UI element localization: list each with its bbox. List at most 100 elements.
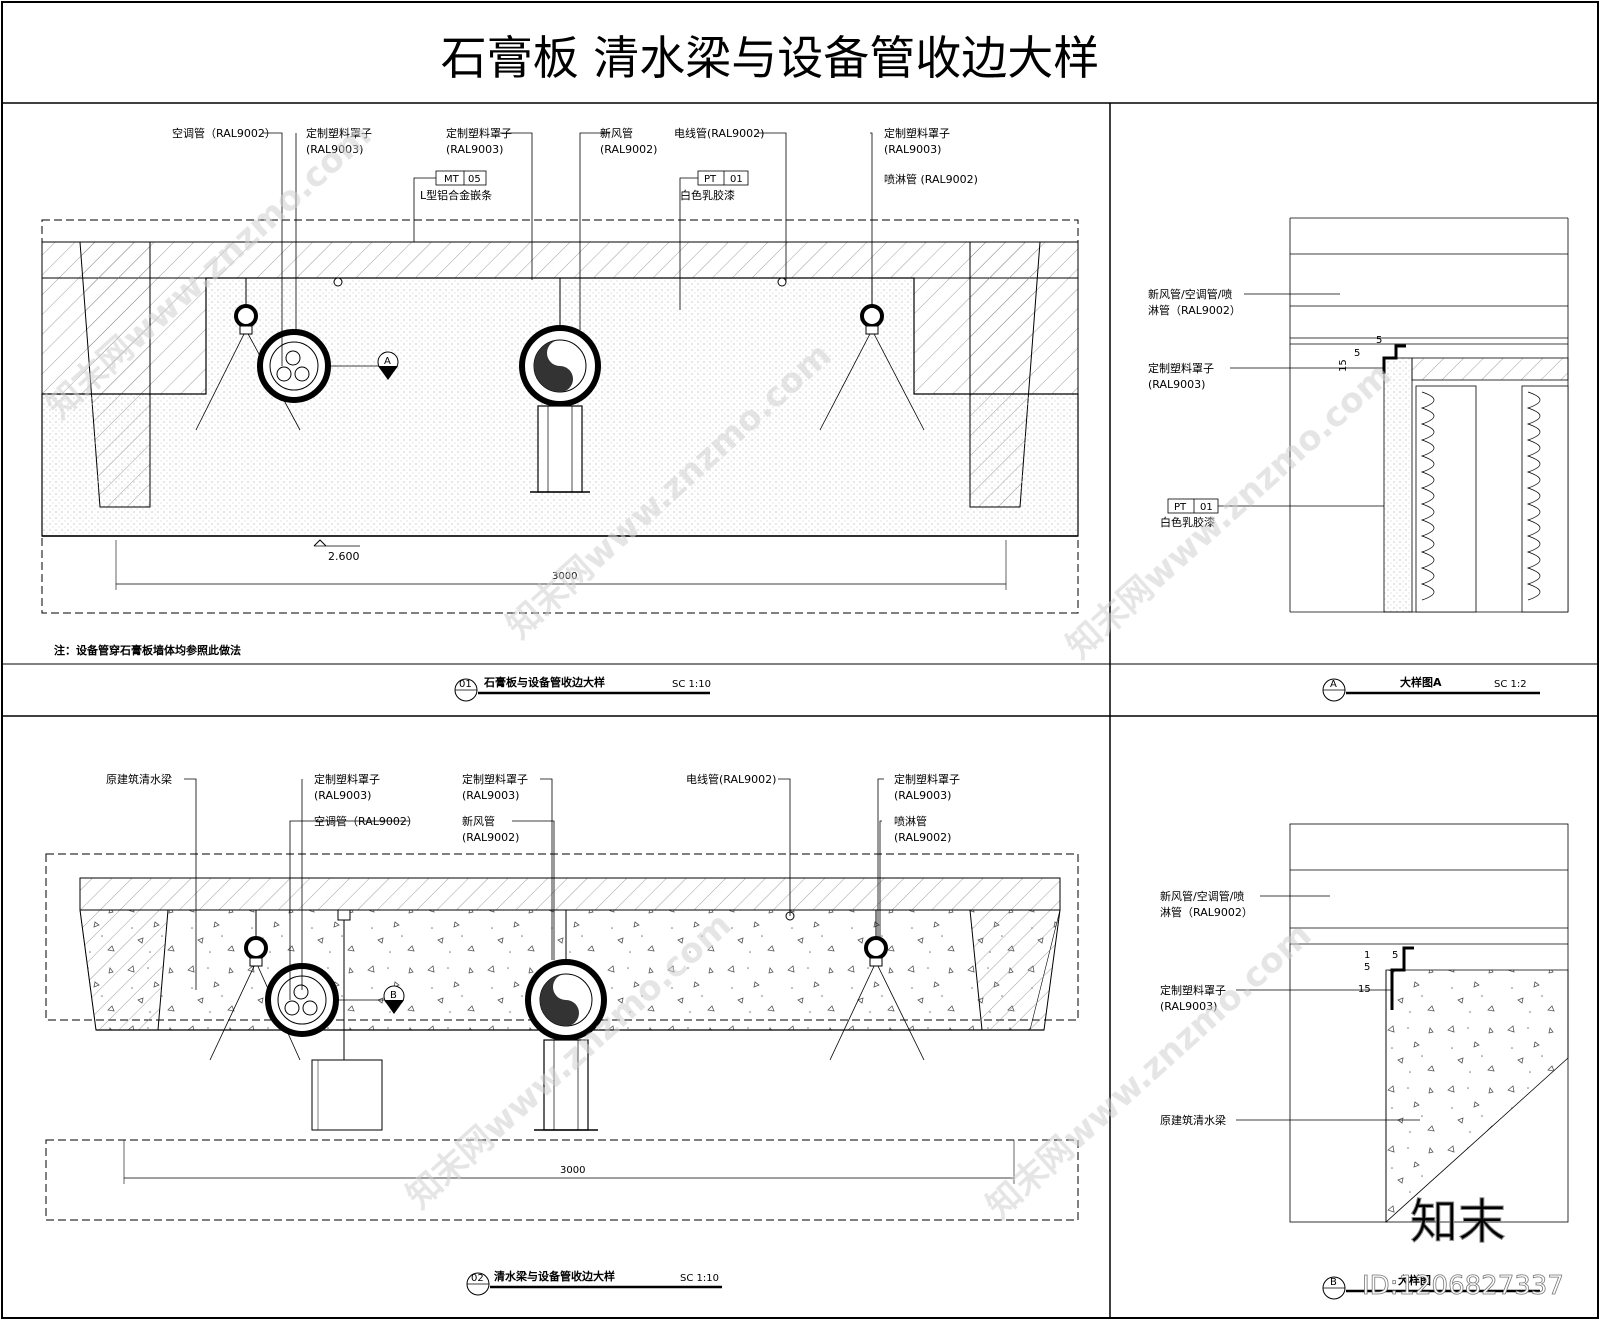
label-cover-a: 定制塑料罩子 [306,126,372,140]
label-ac-pipe: 空调管（RAL9002） [172,126,276,140]
label-sprinkler: 喷淋管 [894,814,927,828]
detail-b: 5 1 5 15 新风管/空调管/喷 淋管（RAL9002） 定制塑料罩子 (R… [1160,823,1569,1300]
detail-a-label-pipes-2: 淋管（RAL9002） [1148,303,1241,317]
panel1-dashed-frame [41,219,1079,614]
detail-a-dim-15: 15 [1338,359,1349,372]
panel2-right-column [969,909,1061,1031]
label-cover-b: 定制塑料罩子 [462,772,528,786]
panel1-caption: 01 石膏板与设备管收边大样 SC 1:10 [454,675,711,702]
panel2-fresh-air-pipe [525,910,607,1131]
detail-a-caption: A 大样图A SC 1:2 [1322,675,1540,702]
detail-a-dim-5: 5 [1376,335,1382,346]
dimension-line: 3000 [123,1140,1015,1184]
svg-text:01: 01 [1200,502,1213,513]
detail-b-label-pipes-2: 淋管（RAL9002） [1160,905,1253,919]
label-fresh-air: 新风管 [600,126,633,140]
detail-a-label-pipes-1: 新风管/空调管/喷 [1148,287,1232,301]
panel1-scale: SC 1:10 [672,679,711,690]
sheet-title: 石膏板 清水梁与设备管收边大样 [441,31,1100,85]
label-cover-a-code: (RAL9003) [306,143,363,156]
level-marker: 2.600 [313,539,360,563]
label-cover-c: 定制塑料罩子 [884,126,950,140]
wire-pipe-icon [333,277,343,287]
svg-text:01: 01 [730,174,743,185]
detail-b-label-cover-code: (RAL9003) [1160,1000,1217,1013]
detail-a-insulation-right [1521,385,1569,613]
panel1-note: 注：设备管穿石膏板墙体均参照此做法 [54,643,241,657]
label-cover-c-code: (RAL9003) [894,789,951,802]
detail-b-cover [1390,946,1414,1010]
detail-b-caption-text: 大样图 [1398,1273,1431,1287]
panel1-sprinkler-right [819,278,925,431]
detail-a-board [1383,357,1413,613]
detail-a-hatch [1411,357,1569,381]
detail-a-scale: SC 1:2 [1494,679,1527,690]
detail-b-label-beam: 原建筑清水梁 [1160,1113,1226,1127]
watermark-logo: 知末 [1410,1194,1506,1250]
label-pt-desc: 白色乳胶漆 [680,188,735,202]
detail-a-label-cover-code: (RAL9003) [1148,378,1205,391]
label-wire-pipe: 电线管(RAL9002) [674,126,764,140]
label-cover-c: 定制塑料罩子 [894,772,960,786]
label-fresh-air-code: (RAL9002) [600,143,657,156]
label-fresh-air: 新风管 [462,814,495,828]
panel1-caption-text: 石膏板与设备管收边大样 [483,675,605,689]
panel2-left-column [79,909,169,1031]
panel2-caption-text: 清水梁与设备管收边大样 [494,1269,615,1283]
detail-b-label-cover: 定制塑料罩子 [1160,983,1226,997]
panel2-leaders [184,778,884,1000]
panel2-beam-slab [79,877,1061,911]
detail-a-pt-tag: PT 01 [1167,498,1384,514]
label-sprinkler: 喷淋管 (RAL9002) [884,172,978,186]
detail-a-caption-text: 大样图A [1400,675,1442,689]
label-mt-desc: L型铝合金嵌条 [420,188,492,202]
detail-a-pt-desc: 白色乳胶漆 [1160,515,1215,529]
detail-b-beam [1385,969,1569,1223]
label-beam: 原建筑清水梁 [106,772,172,786]
panel2-caption: 02 清水梁与设备管收边大样 SC 1:10 [466,1269,722,1296]
mt-tag: MT 05 [435,170,487,186]
detail-b-caption: B 大样图 [1322,1273,1540,1300]
dimension-value: 3000 [552,571,577,582]
svg-text:05: 05 [468,174,481,185]
panel-1: 空调管（RAL9002） 定制塑料罩子 (RAL9003) 定制塑料罩子 (RA… [41,126,1079,702]
level-value: 2.600 [328,550,360,563]
watermark-id: ID:1206827337 [1362,1271,1564,1301]
sprinkler-pipe-icon [244,936,268,960]
panel1-fresh-air-pipe [519,278,601,493]
section-marker-a: A [330,351,399,380]
panel1-leaders [262,132,873,366]
detail-a: 5 5 15 新风管/空调管/喷 淋管（RAL9002） 定制塑料罩子 (RAL… [1148,217,1569,702]
svg-text:01: 01 [459,679,472,690]
dimension-line: 3000 [115,540,1007,590]
sprinkler-pipe-icon [234,304,258,328]
dimension-value: 3000 [560,1165,585,1176]
detail-a-insulation-left [1415,385,1477,613]
svg-text:B: B [390,990,397,1001]
label-cover-a: 定制塑料罩子 [314,772,380,786]
svg-text:PT: PT [1174,502,1187,513]
panel2-dashed-frame [45,853,1079,1021]
svg-text:PT: PT [704,174,717,185]
panel2-outer-dashed [45,1139,1079,1221]
sprinkler-pipe-icon [864,936,888,960]
detail-a-label-cover: 定制塑料罩子 [1148,361,1214,375]
detail-b-dim-15: 15 [1358,984,1371,995]
panel2-sprinkler-right [829,910,925,1061]
panel-2: 原建筑清水梁 定制塑料罩子 (RAL9003) 空调管（RAL9002） 定制塑… [45,772,1079,1296]
panel2-scale: SC 1:10 [680,1273,719,1284]
panel1-slab [41,241,1079,279]
junction-box-icon [311,1059,383,1131]
label-wire-pipe: 电线管(RAL9002) [686,772,776,786]
label-fresh-air-code: (RAL9002) [462,831,519,844]
panel1-ac-pipe [257,329,331,403]
label-cover-c-code: (RAL9003) [884,143,941,156]
svg-text:02: 02 [471,1273,484,1284]
svg-text:MT: MT [444,174,460,185]
wire-pipe-icon [777,277,787,287]
detail-a-dim-5b: 5 [1354,348,1360,359]
detail-b-dim-5b: 5 [1364,962,1370,973]
sprinkler-pipe-icon [860,304,884,328]
